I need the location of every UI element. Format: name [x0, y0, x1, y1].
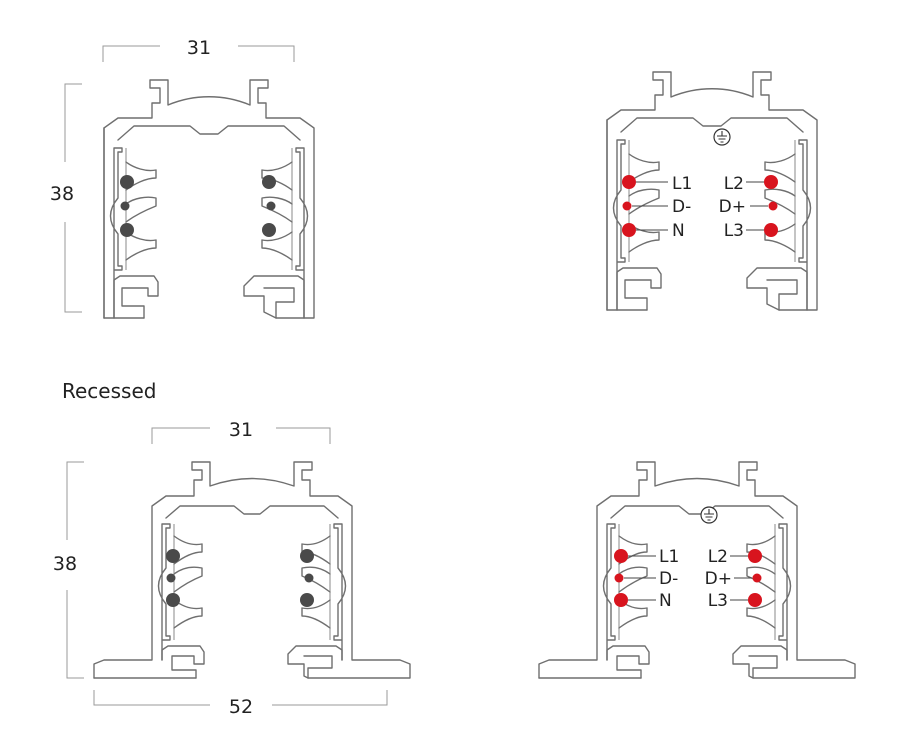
live-contact-dot [614, 593, 628, 607]
contact-dot [166, 593, 180, 607]
terminal-label-dminus: D- [672, 197, 691, 217]
terminal-label-l3: L3 [708, 591, 728, 611]
live-contact-dot [768, 201, 778, 211]
surface-profile-wired: L1 D- N L2 D+ L3 [606, 71, 818, 311]
section-label: Recessed [62, 379, 156, 403]
terminal-label-dplus: D+ [705, 569, 732, 589]
live-contact-dot [614, 573, 624, 583]
terminal-label-dplus: D+ [719, 197, 746, 217]
ground-symbol-icon [713, 128, 731, 146]
terminal-label-l2: L2 [708, 547, 728, 567]
terminal-label-l3: L3 [724, 221, 744, 241]
dimension-height-surface: 38 [50, 83, 82, 313]
live-contact-dot [748, 593, 762, 607]
terminal-label-l1: L1 [659, 547, 679, 567]
ground-symbol-icon [700, 506, 718, 524]
live-contact-dot [622, 201, 632, 211]
contact-dot [266, 201, 276, 211]
contact-dot [262, 175, 276, 189]
live-contact-dot [622, 223, 636, 237]
contact-dot [166, 573, 176, 583]
contact-dot [300, 593, 314, 607]
live-contact-dot [748, 549, 762, 563]
live-contact-dot [764, 175, 778, 189]
contact-dot [120, 201, 130, 211]
contact-dot [300, 549, 314, 563]
terminal-label-n: N [672, 221, 685, 241]
contact-dot [304, 573, 314, 583]
dimension-label: 38 [50, 183, 74, 205]
live-contact-dot [622, 175, 636, 189]
dimension-height-recessed: 38 [53, 461, 84, 679]
dimension-width-recessed: 31 [151, 419, 331, 444]
terminal-label-dminus: D- [659, 569, 678, 589]
live-contact-dot [764, 223, 778, 237]
contact-dot [166, 549, 180, 563]
dimension-label: 52 [229, 696, 253, 718]
live-contact-dot [614, 549, 628, 563]
dimension-label: 31 [229, 419, 253, 441]
contact-dot [120, 175, 134, 189]
recessed-profile-plain [93, 461, 411, 679]
terminal-label-n: N [659, 591, 672, 611]
dimension-label: 38 [53, 553, 77, 575]
live-contact-dot [752, 573, 762, 583]
terminal-label-l2: L2 [724, 174, 744, 194]
recessed-profile-wired: L1 D- N L2 D+ L3 [538, 461, 856, 679]
contact-dot [120, 223, 134, 237]
surface-profile-plain [103, 79, 315, 319]
dimension-label: 31 [187, 37, 211, 59]
contact-dot [262, 223, 276, 237]
terminal-label-l1: L1 [672, 174, 692, 194]
dimension-flange-recessed: 52 [93, 690, 388, 718]
dimension-width-surface: 31 [102, 37, 295, 62]
